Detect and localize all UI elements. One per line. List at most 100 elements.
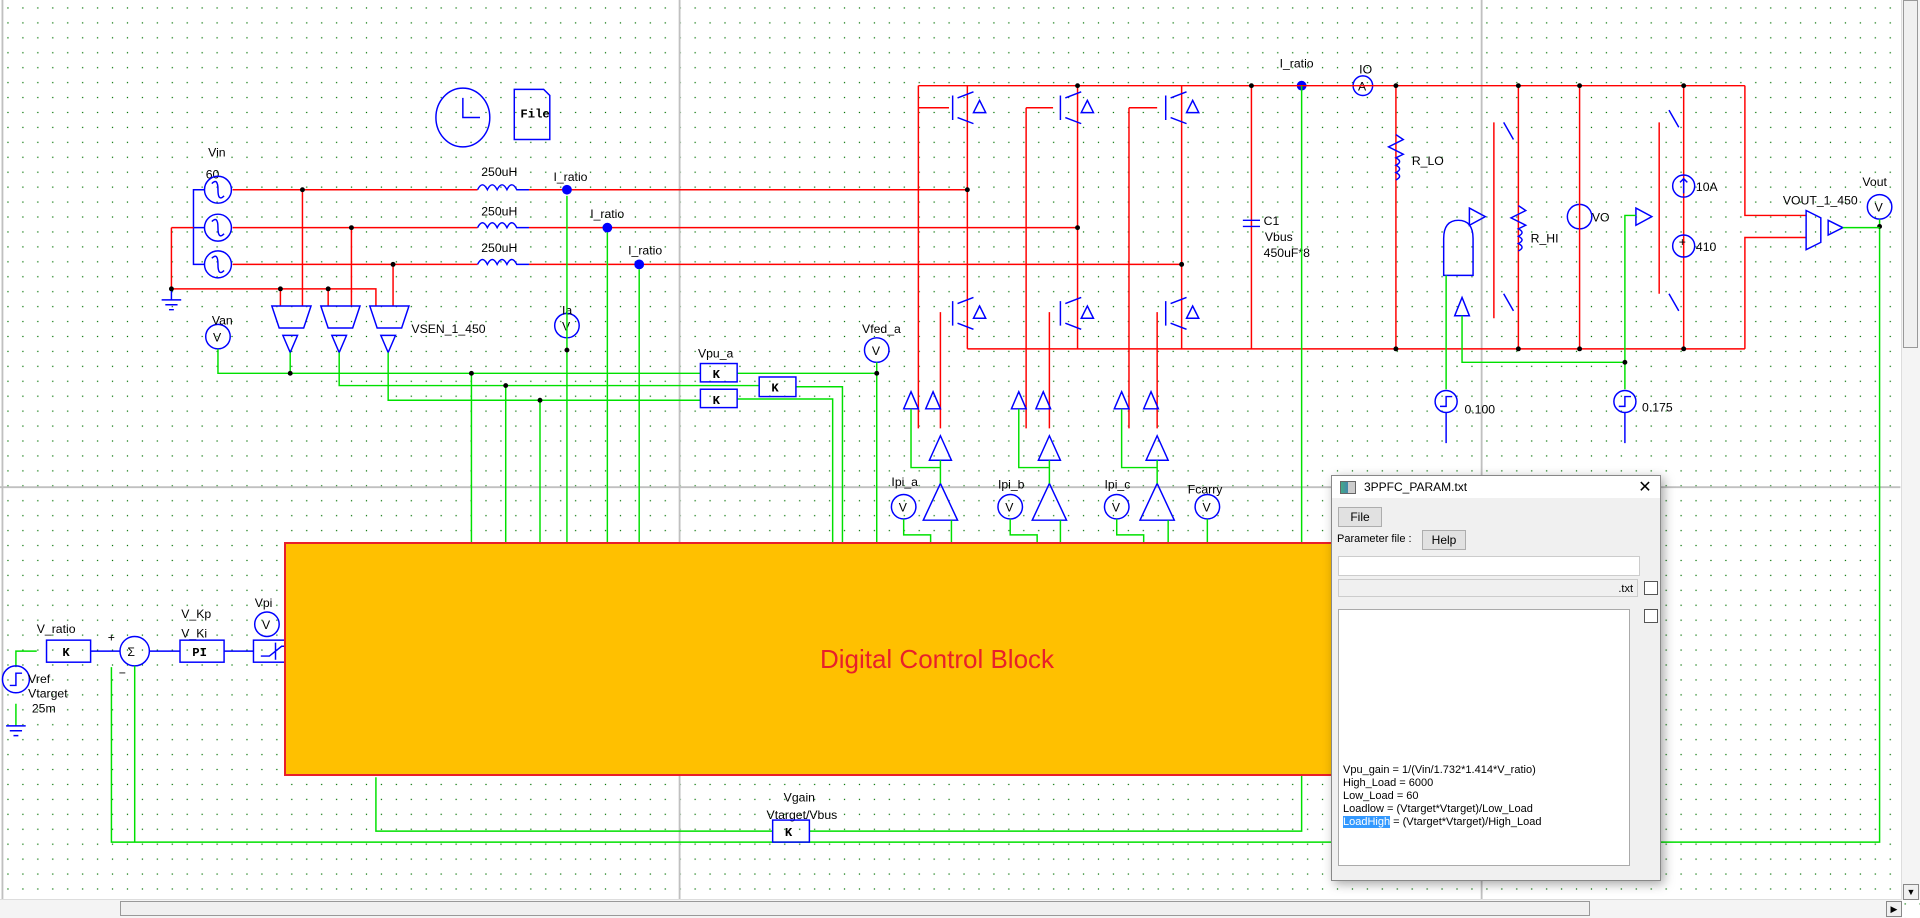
meter-label: Vfed_a (862, 322, 901, 336)
vertical-scrollbar[interactable]: ▼ (1901, 0, 1920, 900)
svg-text:V: V (1005, 501, 1014, 515)
gain-label: Vgain (784, 791, 815, 805)
svg-text:File: File (520, 108, 549, 122)
param-path-field[interactable]: .txt (1338, 579, 1638, 597)
svg-text:A: A (1358, 80, 1367, 94)
svg-text:25m: 25m (32, 701, 56, 715)
meter-label: Ipi_a (891, 475, 918, 489)
scroll-right-icon[interactable]: ▶ (1886, 901, 1902, 917)
svg-text:K: K (62, 646, 70, 660)
param-file-field[interactable] (1338, 556, 1640, 576)
param-editor[interactable]: Vpu_gain = 1/(Vin/1.732*1.414*V_ratio)Hi… (1338, 609, 1630, 866)
svg-text:K: K (713, 394, 721, 408)
capacitor-label: 450uF*8 (1264, 246, 1310, 260)
svg-text:V: V (899, 501, 908, 515)
selected-text[interactable]: LoadHigh (1343, 816, 1391, 828)
window-icon (1340, 480, 1356, 494)
svg-text:Vref: Vref (28, 672, 51, 686)
svg-text:K: K (785, 826, 793, 840)
source-label: 10A (1696, 180, 1719, 194)
inductor-icon[interactable] (476, 184, 529, 267)
source-freq: 60 (206, 168, 220, 182)
sensor-label: I_ratio (628, 244, 662, 258)
horizontal-scrollbar[interactable]: ▶ (0, 899, 1902, 918)
dialog-title: 3PPFC_PARAM.txt (1364, 480, 1468, 494)
capacitor-label: C1 (1264, 214, 1280, 228)
param-line[interactable]: High_Load = 6000 (1343, 777, 1434, 789)
step-label: 0.175 (1642, 400, 1673, 414)
current-sensor-icon[interactable] (562, 80, 1307, 270)
resistor-label: R_HI (1531, 231, 1559, 245)
resistor-label: R_LO (1412, 154, 1444, 168)
svg-text:V_Kp: V_Kp (181, 607, 211, 621)
resistor-icon[interactable] (1509, 205, 1528, 252)
horizontal-scroll-thumb[interactable] (120, 901, 1590, 916)
dialog-titlebar[interactable]: 3PPFC_PARAM.txt ✕ (1332, 476, 1660, 498)
svg-text:+: + (1679, 235, 1686, 249)
capacitor-label: Vbus (1265, 230, 1293, 244)
gain-block[interactable]: K (771, 819, 811, 843)
meter-label: Vout (1862, 175, 1887, 189)
voltage-sensor-icon[interactable] (270, 305, 410, 355)
source-label: 410 (1696, 240, 1717, 254)
vpu-label: Vpu_a (698, 346, 734, 360)
meter-label: Ipi_b (998, 477, 1025, 491)
gain-label: V_ratio (37, 622, 76, 636)
param-line[interactable]: Loadlow = (Vtarget*Vtarget)/Low_Load (1343, 803, 1533, 815)
meter-label: Fcarry (1188, 482, 1224, 496)
svg-text:V: V (1202, 501, 1211, 515)
svg-text:Σ: Σ (127, 645, 135, 659)
svg-text:K: K (771, 382, 779, 396)
dc-source-icon[interactable]: + (1671, 234, 1696, 258)
meter-label: Vpi (255, 596, 273, 610)
meter-label: Van (212, 313, 233, 327)
inductor-label: 250uH (481, 241, 517, 255)
svg-text:V: V (1875, 201, 1884, 215)
param-line[interactable]: LoadHigh = (Vtarget*Vtarget)/High_Load (1343, 816, 1542, 828)
scroll-down-icon[interactable]: ▼ (1903, 884, 1919, 900)
sensor-label: I_ratio (1280, 56, 1314, 70)
vout-sensor-label: VOUT_1_450 (1783, 193, 1858, 207)
param-line[interactable]: Vpu_gain = 1/(Vin/1.732*1.414*V_ratio) (1343, 764, 1536, 776)
meter-label: IO (1359, 62, 1372, 76)
checkbox[interactable] (1644, 609, 1658, 623)
ground-icon (161, 288, 182, 311)
gain-label: Vtarget/Vbus (767, 808, 838, 822)
close-icon[interactable]: ✕ (1638, 479, 1652, 496)
step-source-icon[interactable] (1434, 389, 1637, 444)
svg-text:−: − (119, 666, 126, 680)
gain-block[interactable]: K (758, 376, 797, 398)
svg-text:V: V (1112, 501, 1121, 515)
igbt-switch-icon[interactable] (951, 91, 1200, 330)
checkbox[interactable] (1644, 581, 1658, 595)
inductor-label: 250uH (481, 204, 517, 218)
resistor-icon[interactable] (1386, 134, 1405, 181)
source-name: Vin (208, 146, 226, 160)
vertical-scroll-thumb[interactable] (1903, 0, 1918, 348)
param-file-dialog[interactable]: 3PPFC_PARAM.txt ✕ File Parameter file : … (1331, 475, 1661, 881)
svg-text:V_Ki: V_Ki (181, 627, 207, 641)
meter-label: VO (1592, 211, 1610, 225)
param-line[interactable]: Low_Load = 60 (1343, 790, 1419, 802)
svg-text:Vtarget: Vtarget (28, 687, 68, 701)
file-element[interactable]: File (513, 88, 551, 141)
svg-text:PI: PI (192, 646, 207, 660)
current-source-icon[interactable] (1671, 174, 1696, 198)
step-source-icon[interactable] (1, 665, 31, 694)
gain-block[interactable]: K (699, 362, 738, 383)
ground-icon (6, 725, 26, 737)
svg-text:V: V (213, 330, 222, 344)
help-button[interactable]: Help (1422, 530, 1466, 550)
svg-text:K: K (713, 368, 721, 382)
inductor-label: 250uH (481, 165, 517, 179)
vout-sensor-icon[interactable] (1805, 209, 1845, 251)
svg-text:V: V (262, 618, 271, 632)
svg-text:+: + (108, 630, 115, 644)
param-file-label: Parameter file : (1337, 533, 1412, 545)
sensor-label: I_ratio (553, 170, 587, 184)
gain-block[interactable]: K (699, 388, 738, 409)
capacitor-icon[interactable] (1242, 219, 1260, 228)
file-menu-button[interactable]: File (1338, 507, 1382, 527)
clock-icon[interactable] (435, 87, 491, 148)
editor-scrollbar[interactable] (1613, 610, 1629, 865)
